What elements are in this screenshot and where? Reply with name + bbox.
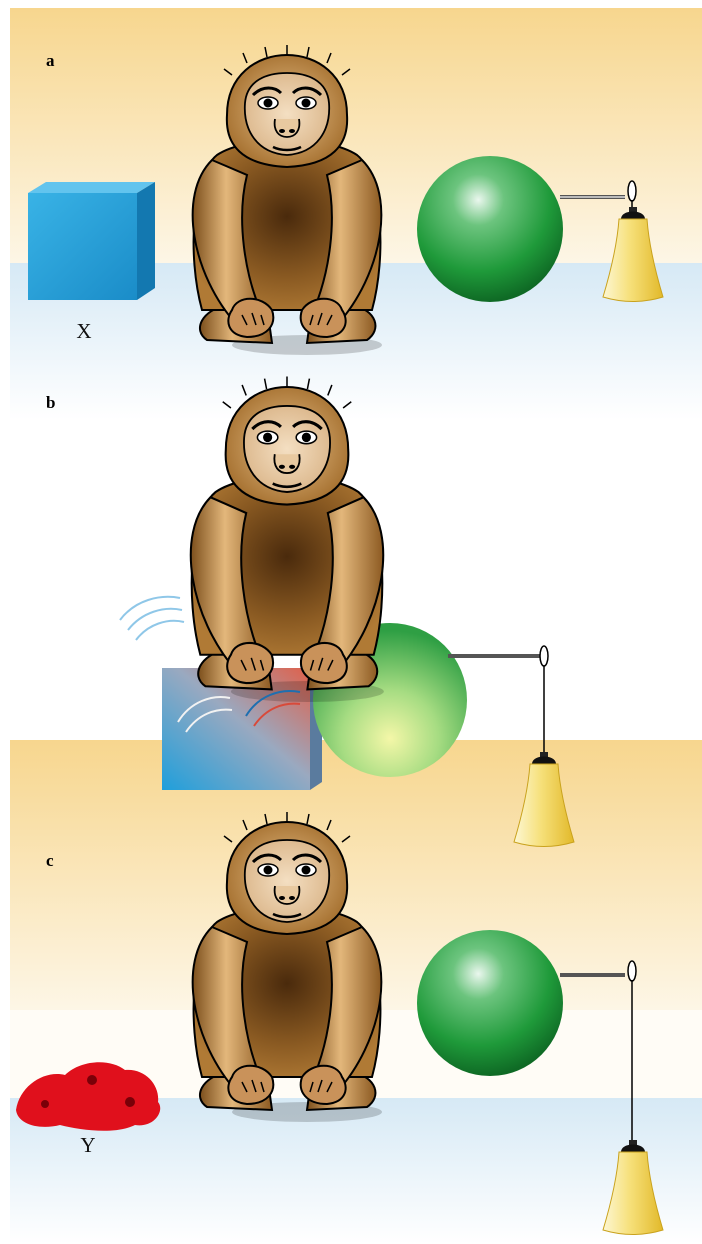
cube-x [28,182,155,300]
panel-letter-b: b [46,393,55,412]
pulley-a [628,181,636,201]
object-label-x: X [76,319,91,343]
ball-c [417,930,563,1076]
panel-letter-a: a [46,51,55,70]
ball-a [417,156,563,302]
pulley-b [540,646,548,666]
panel-letter-c: c [46,851,54,870]
pulley-c [628,961,636,981]
object-label-y: Y [80,1133,95,1157]
